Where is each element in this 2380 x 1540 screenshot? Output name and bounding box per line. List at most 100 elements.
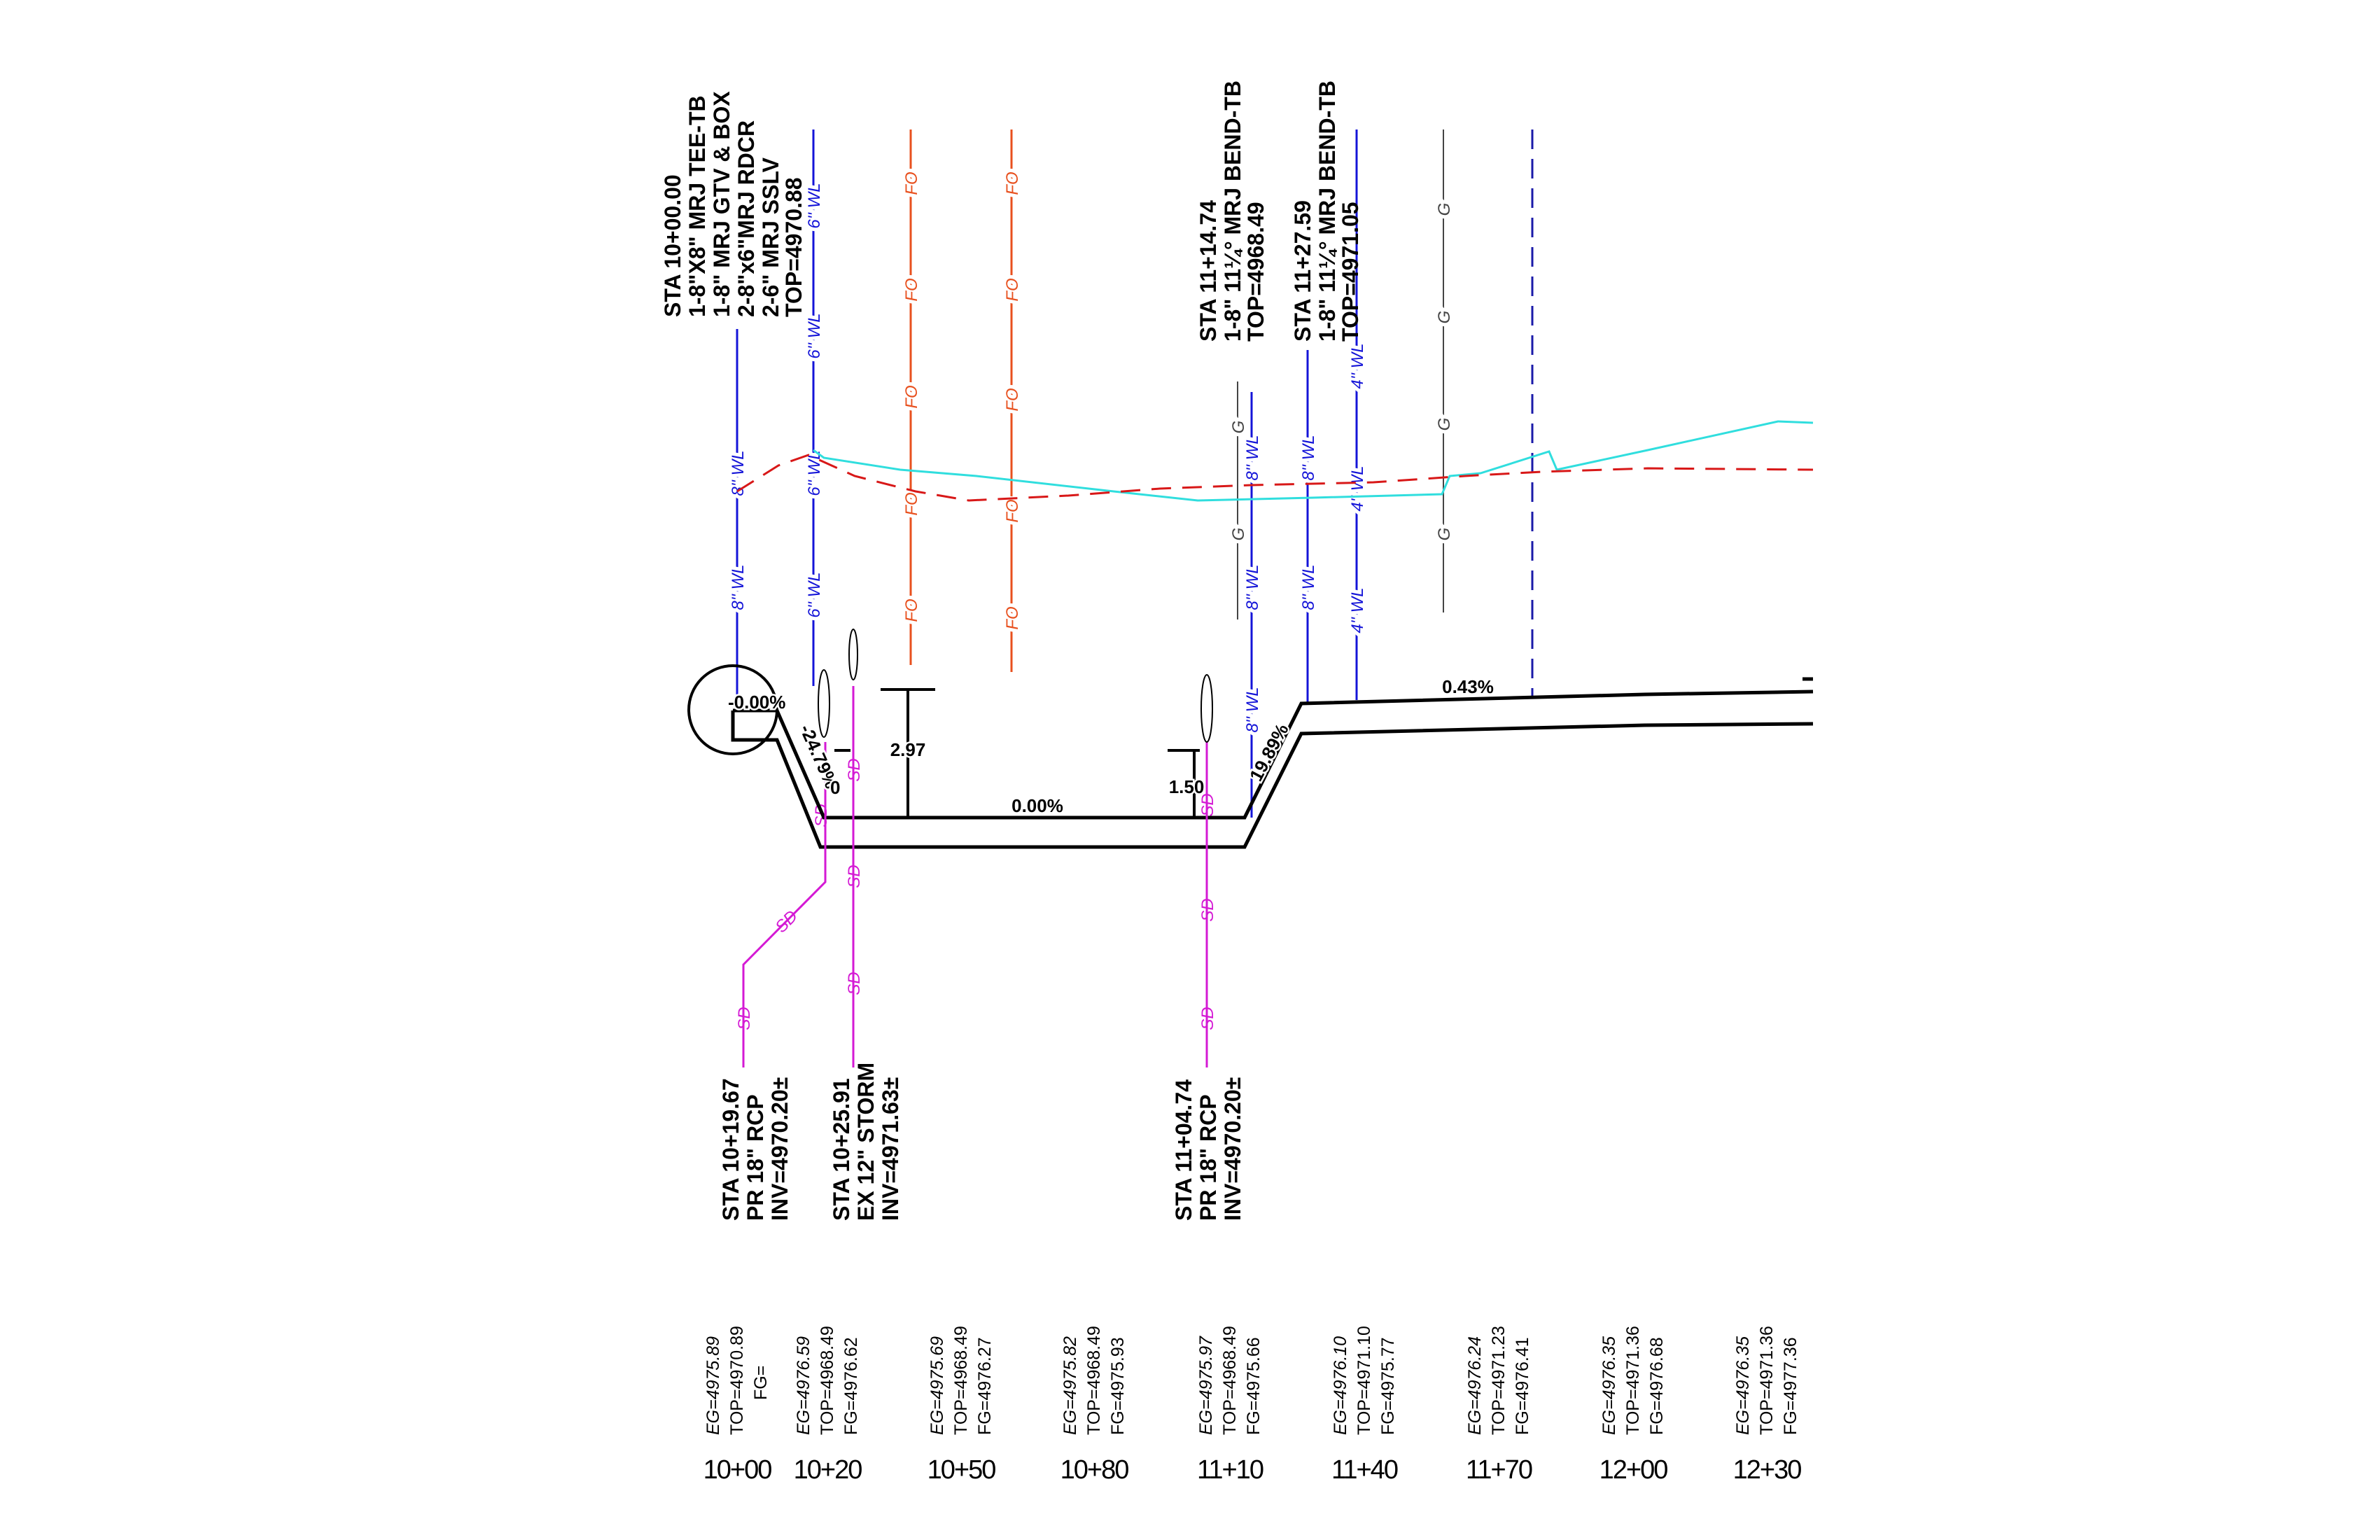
station-fg-value: FG=4975.93 [1108,1337,1128,1435]
utility-label-fo: FO [902,385,921,408]
utility-label-g: G [1229,528,1248,541]
station-fg-value: FG=4976.41 [1513,1337,1532,1435]
utility-label-wl6: 6'' WL [805,183,824,228]
utility-label-wl4: 4'' WL [1348,587,1367,633]
grade-end: 0.43% [1442,676,1494,697]
finish-grade-line [736,454,1814,502]
utility-label-g: G [1435,311,1454,324]
utility-label-g: G [1435,203,1454,216]
utility-label-wl4: 4'' WL [1348,343,1367,388]
station-eg-value: EG=4976.59 [794,1336,813,1435]
callout-line: TOP=4970.88 [781,177,806,317]
utility-label-fo: FO [902,278,921,301]
existing-ground-line [813,420,1814,502]
station-label: 12+30 [1733,1455,1802,1485]
callout-station: STA 11+14.74 [1196,200,1221,342]
utility-label-fo: FO [902,172,921,195]
station-eg-value: EG=4976.35 [1600,1336,1619,1435]
grade-zero-mark: 0 [830,777,840,798]
utility-label-g: G [1435,528,1454,541]
station-label: 12+00 [1600,1455,1668,1485]
station-top-value: TOP=4971.36 [1757,1326,1777,1435]
station-label: 11+40 [1331,1455,1398,1485]
station-top-value: TOP=4968.49 [818,1326,837,1435]
callout-line: 2-6" MRJ SSLV [758,157,783,317]
pipe-profile [687,664,1814,849]
station-label: 10+20 [794,1455,862,1485]
pipe-ellipses [818,629,1213,743]
station-eg-value: EG=4976.10 [1331,1336,1350,1435]
callout-station: STA 10+00.00 [660,174,685,317]
grade-start: -0.00% [728,692,785,713]
station-fg-value: FG=4975.77 [1378,1337,1398,1435]
callout-station: STA 10+25.91 [829,1078,854,1221]
callout-line: PR 18" RCP [743,1094,768,1221]
callout-line: PR 18" RCP [1196,1094,1221,1221]
station-fg-value: FG=4977.36 [1781,1337,1800,1435]
utility-label-wl8: 8'' WL [729,564,748,610]
station-label: 11+70 [1466,1455,1532,1485]
callout-line: INV=4970.20± [767,1077,792,1221]
callout-line: 1-8" 11¼° MRJ BEND-TB [1220,80,1245,342]
utility-label-wl8: 8'' WL [1243,687,1262,732]
pipe-bottom-line [731,710,1814,849]
utility-label-fo: FO [902,598,921,622]
utility-label-wl8: 8'' WL [729,450,748,496]
utility-label-fo: FO [1003,172,1022,195]
utility-label-fo: FO [1003,606,1022,629]
station-label: 10+00 [704,1455,772,1485]
station-fg-value: FG=4976.62 [841,1337,861,1435]
utility-label-wl8: 8'' WL [1299,564,1318,610]
station-fg-value: FG=4976.68 [1647,1337,1667,1435]
utility-label-wl6: 6'' WL [805,450,824,496]
callout-line: TOP=4968.49 [1243,202,1268,342]
utility-label-fo: FO [1003,388,1022,411]
station-eg-value: EG=4975.97 [1196,1336,1216,1435]
callout-line: EX 12" STORM [853,1063,878,1221]
station-top-value: TOP=4971.10 [1354,1326,1374,1435]
callout-line: 1-8"X8" MRJ TEE-TB [685,95,710,317]
utility-label-fo: FO [1003,499,1022,522]
station-fg-value: FG=4976.27 [975,1337,995,1435]
utility-label-wl4: 4'' WL [1348,465,1367,511]
callout-line: 2-8"x6"MRJ RDCR [734,120,759,317]
callout-line: TOP=4971.05 [1338,202,1363,342]
cover-dimension-right: 1.50 [1169,776,1205,797]
callout-line: 1-8" MRJ GTV & BOX [709,91,734,317]
station-fg-value: FG=4975.66 [1244,1337,1264,1435]
station-top-value: TOP=4968.49 [951,1326,971,1435]
utility-label-wl6: 6'' WL [805,572,824,617]
utility-label-wl8: 8'' WL [1299,435,1318,480]
station-label: 11+10 [1197,1455,1264,1485]
utility-label-g: G [1435,418,1454,431]
station-top-value: TOP=4968.49 [1220,1326,1240,1435]
callout-station: STA 11+27.59 [1290,200,1315,342]
station-label: 10+80 [1060,1455,1129,1485]
station-fg-value: FG= [751,1366,771,1400]
station-label: 10+50 [927,1455,996,1485]
utility-label-fo: FO [1003,278,1022,301]
callout-line: 1-8" 11¼° MRJ BEND-TB [1315,80,1340,342]
utility-label-fo: FO [902,492,921,515]
utility-label-wl8: 8'' WL [1243,435,1262,480]
station-top-value: TOP=4968.49 [1084,1326,1104,1435]
cover-dimension-left: 2.97 [890,739,926,760]
station-eg-value: EG=4976.35 [1733,1336,1753,1435]
station-eg-value: EG=4976.24 [1465,1336,1485,1435]
utility-label-wl6: 6'' WL [805,313,824,358]
grade-flat: 0.00% [1011,795,1063,816]
callout-line: INV=4971.63± [878,1077,903,1221]
station-eg-value: EG=4975.82 [1060,1336,1080,1435]
dimension-lines [834,688,1200,818]
